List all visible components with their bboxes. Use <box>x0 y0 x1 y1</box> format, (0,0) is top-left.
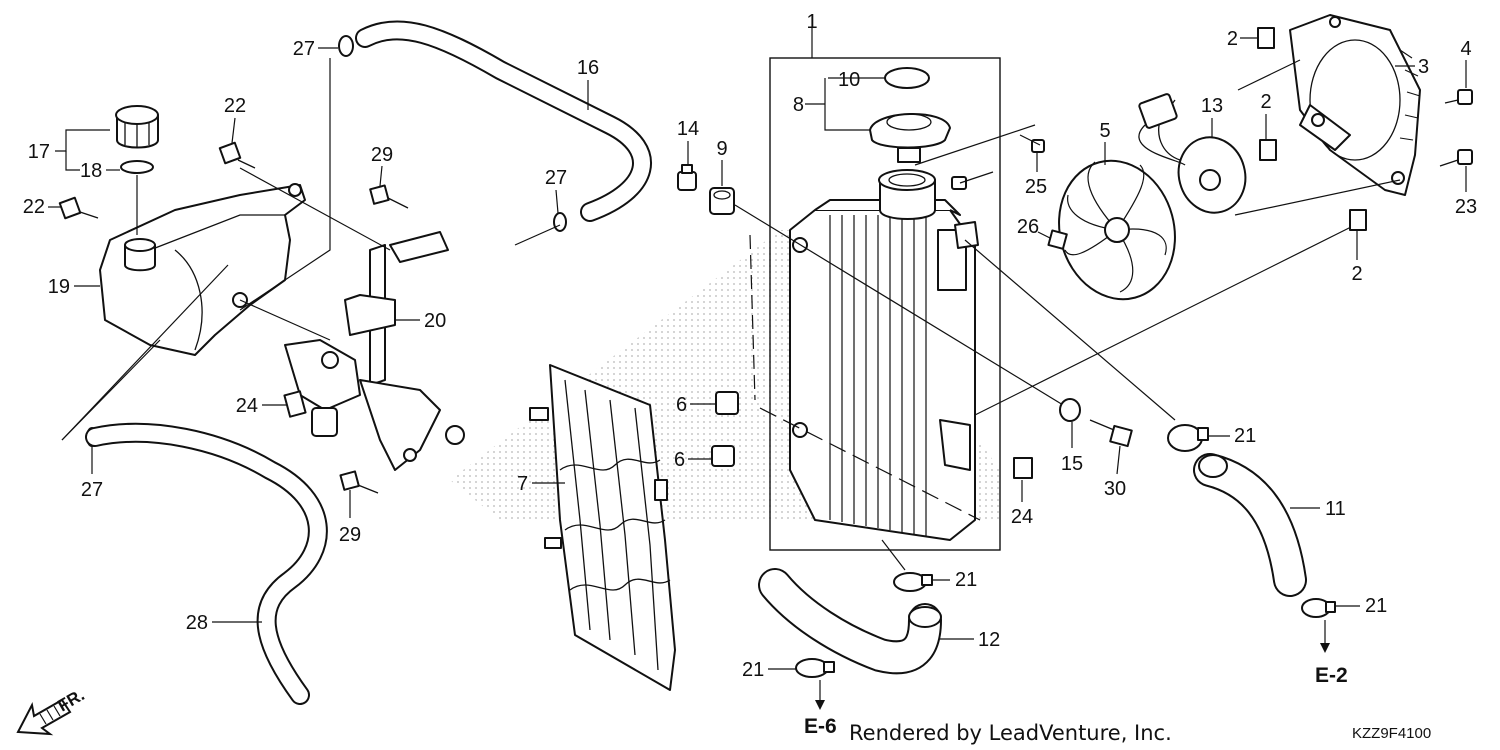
callout-2: 2 <box>1260 91 1271 113</box>
reservoir-cap <box>115 105 159 149</box>
callout-27: 27 <box>81 479 103 501</box>
ref-e6: E-6 <box>804 715 837 738</box>
washer-15 <box>1059 398 1081 422</box>
callout-21: 21 <box>742 659 764 681</box>
callout-21: 21 <box>1365 595 1387 617</box>
front-direction-arrow <box>16 698 72 736</box>
callout-2: 2 <box>1351 263 1362 285</box>
hose-clamp-21-center <box>893 572 933 592</box>
radiator-cap <box>869 112 951 163</box>
callout-5: 5 <box>1099 120 1110 142</box>
breather-hose-28 <box>85 422 328 705</box>
cap-seal-10 <box>884 67 930 89</box>
fan-shroud <box>1289 14 1421 196</box>
callout-12: 12 <box>978 629 1000 651</box>
grommet-9 <box>709 187 735 215</box>
footer-credit: Rendered by LeadVenture, Inc. <box>849 721 1172 745</box>
bolt-30 <box>1089 419 1133 448</box>
reservoir-tank <box>99 183 306 356</box>
rubber-grommet-6-upper <box>715 391 739 415</box>
callout-16: 16 <box>577 57 599 79</box>
callout-19: 19 <box>48 276 70 298</box>
radiator <box>789 199 979 541</box>
overflow-hose-16 <box>355 20 652 222</box>
fan-motor <box>1138 93 1247 214</box>
leader-lines-center <box>734 15 1356 521</box>
callout-6: 6 <box>674 449 685 471</box>
callout-30: 30 <box>1104 478 1126 500</box>
callout-2: 2 <box>1227 28 1238 50</box>
callout-6: 6 <box>676 394 687 416</box>
callout-9: 9 <box>716 138 727 160</box>
callout-14: 14 <box>677 118 699 140</box>
callout-27: 27 <box>545 167 567 189</box>
callout-20: 20 <box>424 310 446 332</box>
callout-22: 22 <box>23 196 45 218</box>
callout-23: 23 <box>1455 196 1477 218</box>
bolt-29-upper <box>369 184 409 209</box>
callout-28: 28 <box>186 612 208 634</box>
bolt-29-lower <box>339 470 379 494</box>
radiator-shroud <box>529 364 676 691</box>
cap-gasket <box>120 160 154 174</box>
callout-29: 29 <box>339 524 361 546</box>
hose-clamp-21-upper <box>1167 424 1209 452</box>
ref-arrows <box>815 539 1330 710</box>
callout-13: 13 <box>1201 95 1223 117</box>
bolt-4 <box>1444 89 1473 105</box>
callout-26: 26 <box>1017 216 1039 238</box>
callout-8: 8 <box>793 94 804 116</box>
radiator-hose-11 <box>1193 453 1307 597</box>
hose-clip-27-mid <box>553 212 567 232</box>
callout-15: 15 <box>1061 453 1083 475</box>
hose-clamp-21-right <box>1301 598 1336 618</box>
hose-clip-27-top <box>338 35 354 57</box>
radiator-hose-12 <box>758 568 942 675</box>
bolt-22-left <box>58 196 99 220</box>
collar-14 <box>677 164 697 191</box>
callout-17: 17 <box>28 141 50 163</box>
callout-1: 1 <box>806 11 817 33</box>
callout-7: 7 <box>517 473 528 495</box>
fan-nut-26 <box>1047 229 1068 250</box>
callout-labels: 1 2 2 2 3 4 5 6 6 7 8 9 10 11 12 13 14 1… <box>23 11 1477 681</box>
callout-25: 25 <box>1025 176 1047 198</box>
screw-filler <box>951 176 967 190</box>
reservoir-bracket <box>284 231 465 471</box>
clip-nut-24-right <box>1013 457 1033 479</box>
callout-18: 18 <box>80 160 102 182</box>
leader-lines-left <box>61 58 391 441</box>
callout-4: 4 <box>1460 38 1471 60</box>
clip-nut-2-mid <box>1259 139 1277 161</box>
rubber-grommet-6-lower <box>711 445 735 467</box>
bolt-23 <box>1439 149 1473 167</box>
callout-27: 27 <box>293 38 315 60</box>
callout-24: 24 <box>236 395 258 417</box>
front-arrow-hatch <box>39 705 61 725</box>
clip-nut-2-lower <box>1349 209 1367 231</box>
radiator-filler-neck <box>878 169 936 220</box>
bolt-22-upper <box>218 141 256 169</box>
cooling-fan <box>1058 159 1176 301</box>
callout-24: 24 <box>1011 506 1033 528</box>
diagram-code: KZZ9F4100 <box>1352 725 1431 742</box>
callout-11: 11 <box>1325 498 1346 520</box>
radiator-assembly-frame <box>769 57 1001 551</box>
clip-nut-24-left <box>283 390 307 418</box>
callout-21: 21 <box>955 569 977 591</box>
clip-nut-2-top <box>1257 27 1275 49</box>
ref-e2: E-2 <box>1315 664 1348 687</box>
callout-29: 29 <box>371 144 393 166</box>
callout-3: 3 <box>1418 56 1429 78</box>
callout-22: 22 <box>224 95 246 117</box>
hose-clamp-21-lower <box>795 658 835 678</box>
callout-21: 21 <box>1234 425 1256 447</box>
callout-10: 10 <box>838 69 860 91</box>
